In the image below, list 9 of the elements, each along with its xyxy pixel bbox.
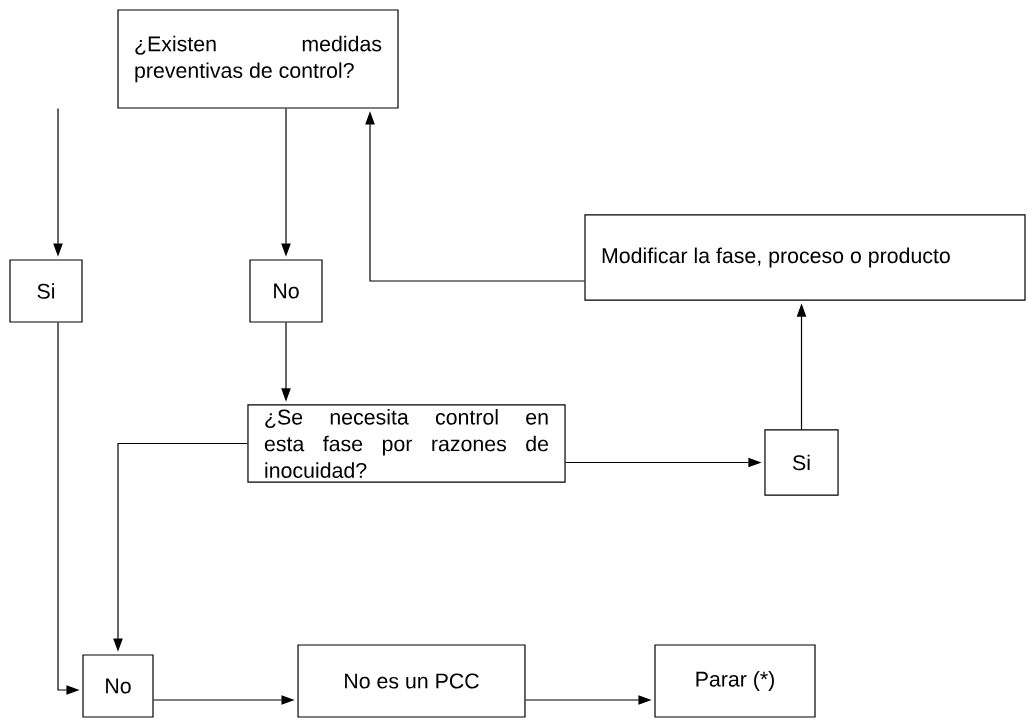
process-box: Si bbox=[9, 259, 83, 323]
process-box: Modificar la fase, proceso o producto bbox=[584, 214, 1026, 301]
process-box: No bbox=[249, 259, 323, 323]
process-box: Parar (*) bbox=[654, 644, 816, 718]
process-box: ¿Se necesita control en esta fase por razones de inocuidad? bbox=[247, 404, 566, 483]
process-box: Si bbox=[764, 429, 839, 496]
process-box: No bbox=[82, 654, 154, 718]
process-box: No es un PCC bbox=[297, 644, 526, 718]
process-box: ¿Existen medidas preventivas de control? bbox=[117, 9, 399, 109]
